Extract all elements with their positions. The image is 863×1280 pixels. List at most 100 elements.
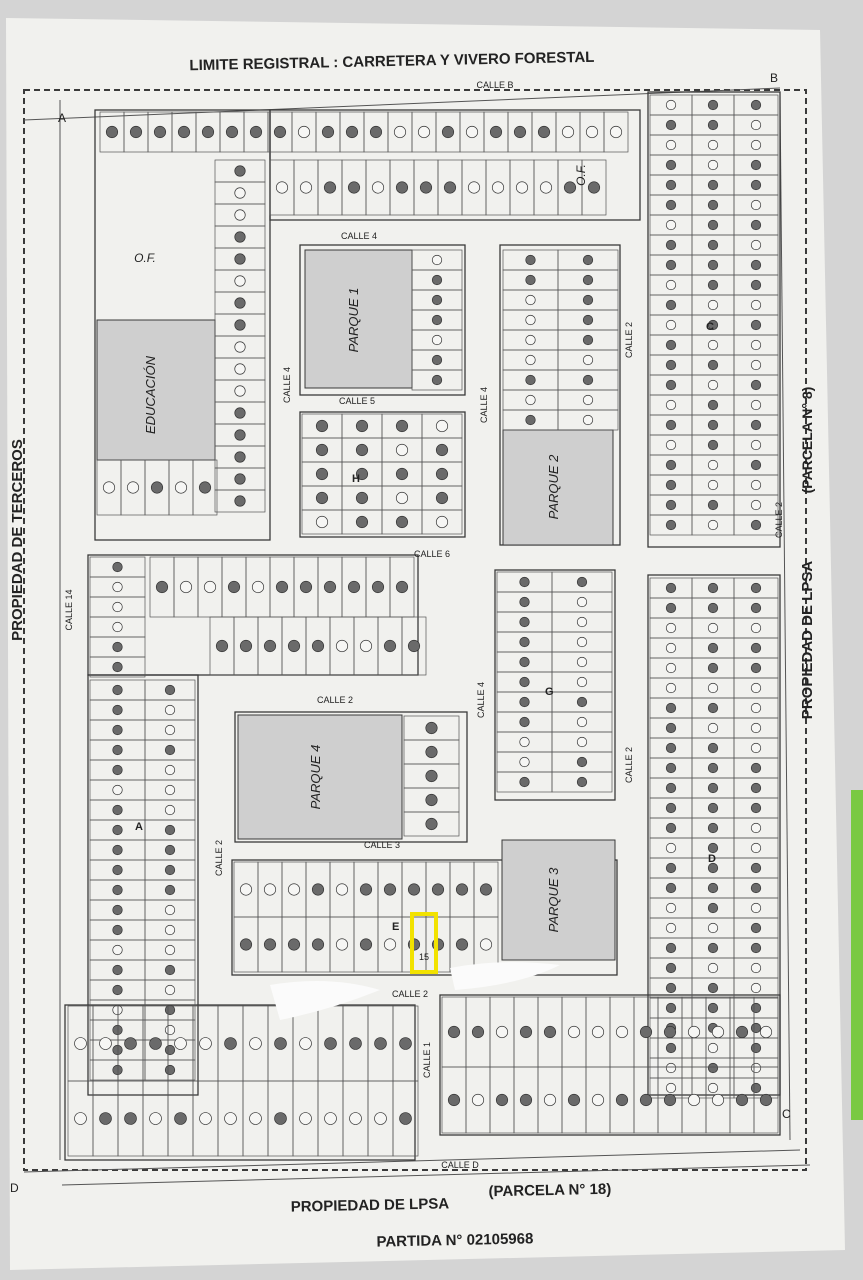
lot-marker	[360, 884, 371, 895]
label-of-right: O.F.	[574, 164, 588, 186]
lot-marker	[586, 126, 597, 137]
lot-marker	[583, 315, 593, 325]
lot-marker	[420, 182, 431, 193]
lot-marker	[708, 460, 718, 470]
lot-marker	[708, 420, 718, 430]
lot-marker	[165, 1005, 175, 1015]
lot-marker	[583, 255, 593, 265]
lot-marker	[568, 1094, 579, 1105]
street-calle-2-east-upper: CALLE 2	[624, 322, 634, 358]
lot-marker	[456, 884, 467, 895]
lot-marker	[666, 480, 676, 490]
lot-marker	[736, 1094, 747, 1105]
lot-marker	[288, 640, 299, 651]
corner-d: D	[10, 1181, 19, 1195]
block-letter-e: E	[392, 921, 399, 933]
lot-marker	[432, 355, 442, 365]
lot-marker	[360, 939, 371, 950]
lot-marker	[751, 823, 761, 833]
lot-marker	[520, 757, 530, 767]
lot-marker	[235, 496, 245, 506]
lot-marker	[583, 295, 593, 305]
lot-marker	[708, 360, 718, 370]
lot-marker	[583, 275, 593, 285]
lot-marker	[312, 884, 323, 895]
lot-marker	[577, 637, 587, 647]
lot-marker	[250, 1113, 262, 1125]
block-letter-h: H	[352, 473, 360, 485]
lot-marker	[408, 884, 419, 895]
lot-marker	[708, 783, 718, 793]
lot-marker	[300, 182, 311, 193]
lot-marker	[235, 320, 245, 330]
lot-marker	[666, 923, 676, 933]
lot-marker	[520, 777, 530, 787]
right-boundary-title: PROPIEDAD DE LPSA	[799, 561, 816, 720]
lot-marker	[520, 597, 530, 607]
lot-marker	[751, 583, 761, 593]
lot-marker	[666, 160, 676, 170]
lot-marker	[375, 1038, 387, 1050]
lot-marker	[436, 444, 447, 455]
lot-marker	[200, 1113, 212, 1125]
label-of-left: O.F.	[134, 251, 156, 265]
lot-marker	[751, 1063, 761, 1073]
lot-marker	[751, 400, 761, 410]
street-calle-4-top: CALLE 4	[341, 231, 377, 241]
lot-marker	[165, 765, 175, 775]
lot-marker	[708, 823, 718, 833]
lot-marker	[235, 364, 245, 374]
lot-marker	[666, 823, 676, 833]
lot-marker	[708, 280, 718, 290]
lot-marker	[577, 577, 587, 587]
lot-marker	[250, 1038, 262, 1050]
lot-marker	[264, 884, 275, 895]
lot-marker	[577, 617, 587, 627]
lot-marker	[316, 420, 327, 431]
lot-marker	[448, 1094, 459, 1105]
lot-marker	[666, 663, 676, 673]
lot-marker	[583, 335, 593, 345]
lot-marker	[360, 640, 371, 651]
lot-marker	[165, 725, 175, 735]
lot-marker	[708, 643, 718, 653]
lot-marker	[113, 622, 123, 632]
lot-marker	[298, 126, 309, 137]
lot-marker	[275, 1038, 287, 1050]
lot-marker	[480, 884, 491, 895]
lot-marker	[150, 1038, 162, 1050]
lot-marker	[350, 1038, 362, 1050]
lot-marker	[577, 717, 587, 727]
lot-marker	[216, 640, 227, 651]
lot-marker	[113, 985, 123, 995]
street-calle-2-east-lower: CALLE 2	[624, 747, 634, 783]
lot-marker	[356, 516, 367, 527]
lot-marker	[372, 581, 383, 592]
lot-marker	[356, 492, 367, 503]
lot-marker	[165, 885, 175, 895]
street-calle-3: CALLE 3	[364, 840, 400, 850]
lot-marker	[496, 1026, 507, 1037]
lot-marker	[751, 100, 761, 110]
lot-marker	[583, 375, 593, 385]
lot-marker	[127, 482, 138, 493]
lot-marker	[113, 662, 123, 672]
lot-marker	[316, 468, 327, 479]
lot-marker	[165, 945, 175, 955]
lot-marker	[708, 583, 718, 593]
lot-marker	[666, 140, 676, 150]
lot-marker	[113, 925, 123, 935]
lot-marker	[708, 743, 718, 753]
lot-marker	[708, 220, 718, 230]
lot-marker	[751, 623, 761, 633]
lot-marker	[666, 520, 676, 530]
lot-marker	[666, 803, 676, 813]
lot-marker	[490, 126, 501, 137]
lot-marker	[436, 492, 447, 503]
lot-marker	[526, 295, 536, 305]
lot-marker	[526, 355, 536, 365]
lot-marker	[708, 703, 718, 713]
block-letter-a: A	[135, 821, 143, 833]
lot-marker	[468, 182, 479, 193]
